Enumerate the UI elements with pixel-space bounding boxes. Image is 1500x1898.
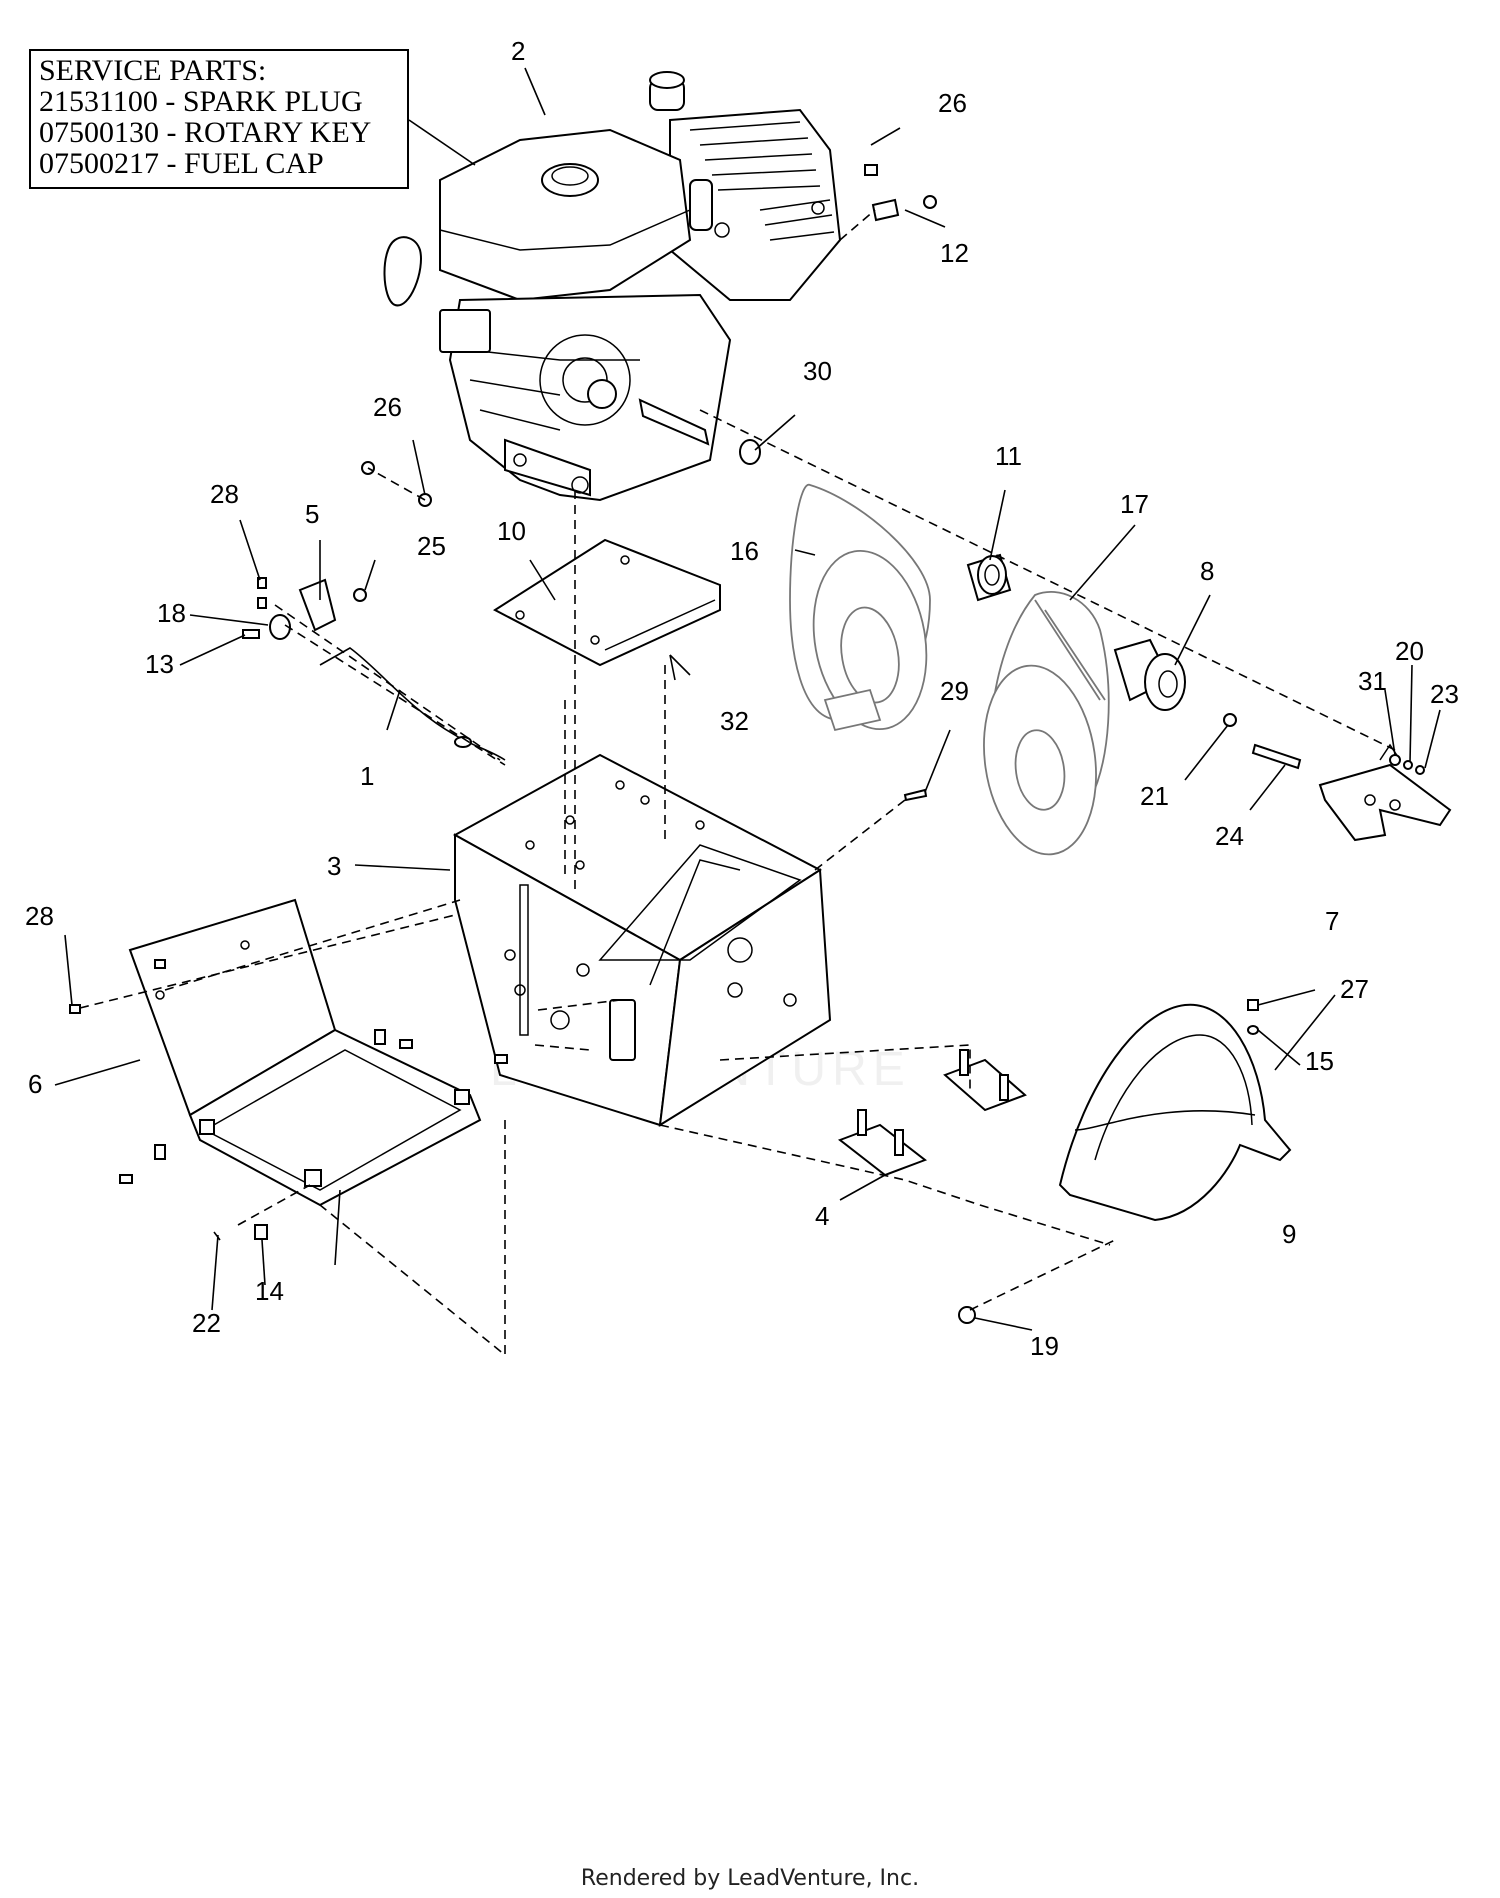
- callout-6: 6: [28, 1069, 42, 1099]
- callout-labels: 2 26 12 26 30 28 5 25 10 18 13 16 11 17 …: [25, 36, 1459, 1361]
- bracket-7: [1318, 743, 1452, 842]
- callout-25: 25: [417, 531, 446, 561]
- mount-brackets-4: [837, 1049, 1027, 1177]
- callout-9: 9: [1282, 1219, 1296, 1249]
- service-part-line: 21531100 - SPARK PLUG: [39, 85, 363, 118]
- callout-28-top: 28: [210, 479, 239, 509]
- callout-12: 12: [940, 238, 969, 268]
- callout-19: 19: [1030, 1331, 1059, 1361]
- belt-17-and-pulley: [983, 591, 1110, 856]
- callout-24: 24: [1215, 821, 1244, 851]
- callout-15: 15: [1305, 1046, 1334, 1076]
- callout-22: 22: [192, 1308, 221, 1338]
- callout-3: 3: [327, 851, 341, 881]
- callout-31: 31: [1358, 666, 1387, 696]
- callout-27: 27: [1340, 974, 1369, 1004]
- engine: [383, 71, 842, 502]
- callout-18: 18: [157, 598, 186, 628]
- callout-4: 4: [815, 1201, 829, 1231]
- callout-11: 11: [995, 441, 1022, 471]
- callout-2: 2: [511, 36, 525, 66]
- service-parts-heading: SERVICE PARTS:: [39, 54, 267, 87]
- callout-7: 7: [1325, 906, 1339, 936]
- heat-shield: [493, 538, 721, 667]
- callout-8: 8: [1200, 556, 1214, 586]
- assembly-lines: [79, 209, 1396, 1357]
- callout-21: 21: [1140, 781, 1169, 811]
- callout-23: 23: [1430, 679, 1459, 709]
- belt-and-pulley: [789, 484, 931, 732]
- drive-pulley-8: [1113, 638, 1186, 711]
- callout-16: 16: [730, 536, 759, 566]
- callout-32: 32: [720, 706, 749, 736]
- callout-26-left: 26: [373, 392, 402, 422]
- service-parts-box: SERVICE PARTS: 21531100 - SPARK PLUG 075…: [29, 49, 409, 189]
- callout-10: 10: [497, 516, 526, 546]
- callout-5: 5: [305, 499, 319, 529]
- callout-17: 17: [1120, 489, 1149, 519]
- cable-1: [319, 647, 506, 761]
- frame: [452, 753, 832, 1127]
- service-part-line: 07500130 - ROTARY KEY: [39, 116, 372, 149]
- callout-29: 29: [940, 676, 969, 706]
- callout-13: 13: [145, 649, 174, 679]
- leader-lines: [54, 127, 1441, 1331]
- footer-credit: Rendered by LeadVenture, Inc.: [580, 1866, 920, 1891]
- belt-guard-9: [1058, 1003, 1292, 1222]
- callout-20: 20: [1395, 636, 1424, 666]
- callout-28-bottom: 28: [25, 901, 54, 931]
- callout-1: 1: [360, 761, 374, 791]
- callout-26-top: 26: [938, 88, 967, 118]
- callout-30: 30: [803, 356, 832, 386]
- bottom-cover: [128, 898, 482, 1207]
- service-part-line: 07500217 - FUEL CAP: [39, 147, 324, 180]
- hardware: [69, 164, 1425, 1324]
- spacer-11: [966, 553, 1012, 602]
- callout-14: 14: [255, 1276, 284, 1306]
